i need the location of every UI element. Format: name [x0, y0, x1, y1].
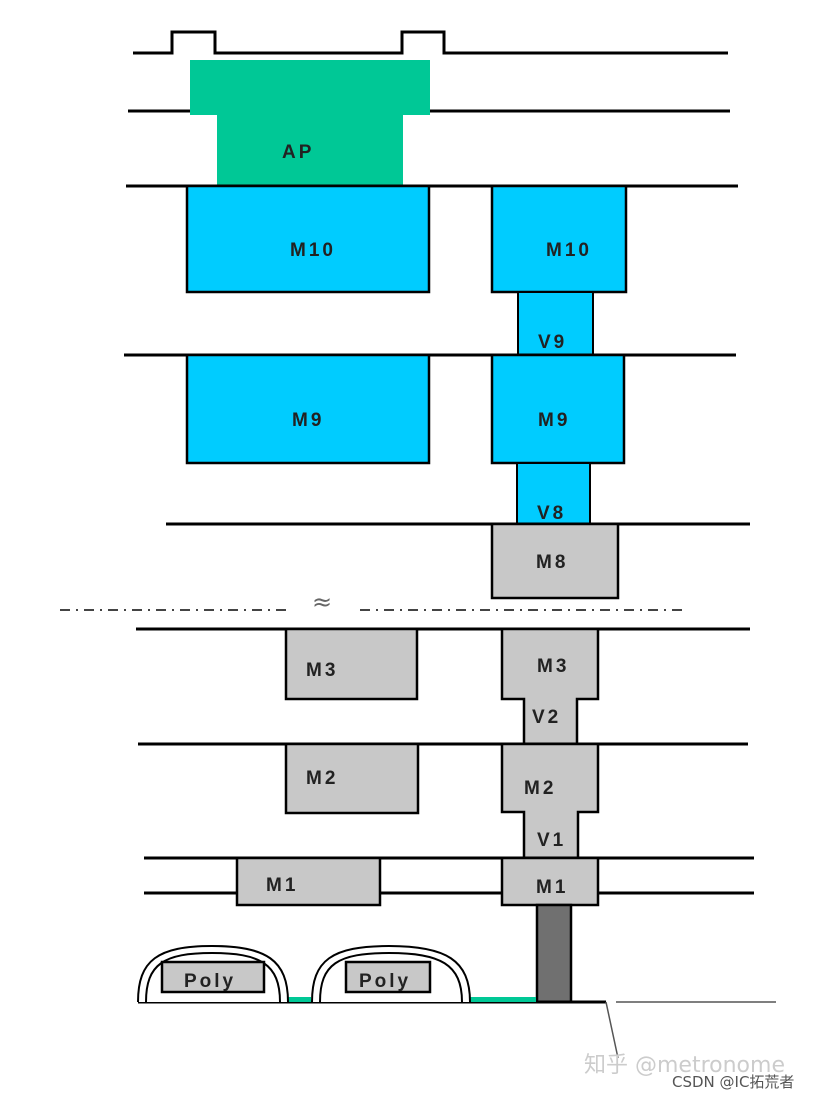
m8 — [490, 522, 620, 600]
m9-right — [490, 353, 626, 465]
ap-label: AP — [282, 142, 314, 163]
v1-label: V1 — [537, 830, 566, 851]
poly-gate-2-label: Poly — [359, 971, 411, 992]
m3-left-label: M3 — [306, 660, 338, 681]
diffusion-strip-1 — [287, 997, 311, 1002]
break-mark: ≈ — [312, 588, 332, 616]
m3-left — [284, 627, 419, 701]
ap-pad — [190, 60, 430, 186]
m2-right-label: M2 — [524, 778, 556, 799]
watermark-secondary: CSDN @IC拓荒者 — [672, 1073, 794, 1091]
m10-left-label: M10 — [290, 240, 336, 261]
m9-left — [185, 353, 431, 465]
m1-right — [500, 856, 600, 907]
poly-gate-1 — [160, 960, 266, 994]
m9-left-label: M9 — [292, 410, 324, 431]
m2-left-label: M2 — [306, 768, 338, 789]
m9-right-label: M9 — [538, 410, 570, 431]
m10-right-label: M10 — [546, 240, 592, 261]
m1-right-label: M1 — [536, 877, 568, 898]
v9-via — [517, 291, 594, 356]
m1-left — [235, 856, 382, 907]
substrate-step — [605, 1001, 776, 1059]
m8-label: M8 — [536, 552, 568, 573]
poly-spacer-1-inner — [145, 951, 281, 1003]
m10-left — [185, 184, 431, 294]
v9-label: V9 — [538, 332, 567, 353]
v8-via — [516, 462, 591, 525]
watermark-primary: 知乎 @metronome — [584, 1053, 785, 1078]
v8-label: V8 — [537, 503, 566, 524]
poly-gate-1-label: Poly — [184, 971, 236, 992]
v2-label: V2 — [532, 707, 561, 728]
poly-gate-2 — [344, 960, 432, 994]
poly-spacer-2-inner — [319, 951, 463, 1003]
m10-right — [490, 184, 628, 294]
m1-left-label: M1 — [266, 875, 298, 896]
m3-right-label: M3 — [537, 656, 569, 677]
diffusion-strip-2 — [470, 997, 536, 1002]
m2-left — [284, 742, 420, 815]
pad-profile-line — [133, 30, 728, 55]
contact-plug — [535, 903, 573, 1004]
